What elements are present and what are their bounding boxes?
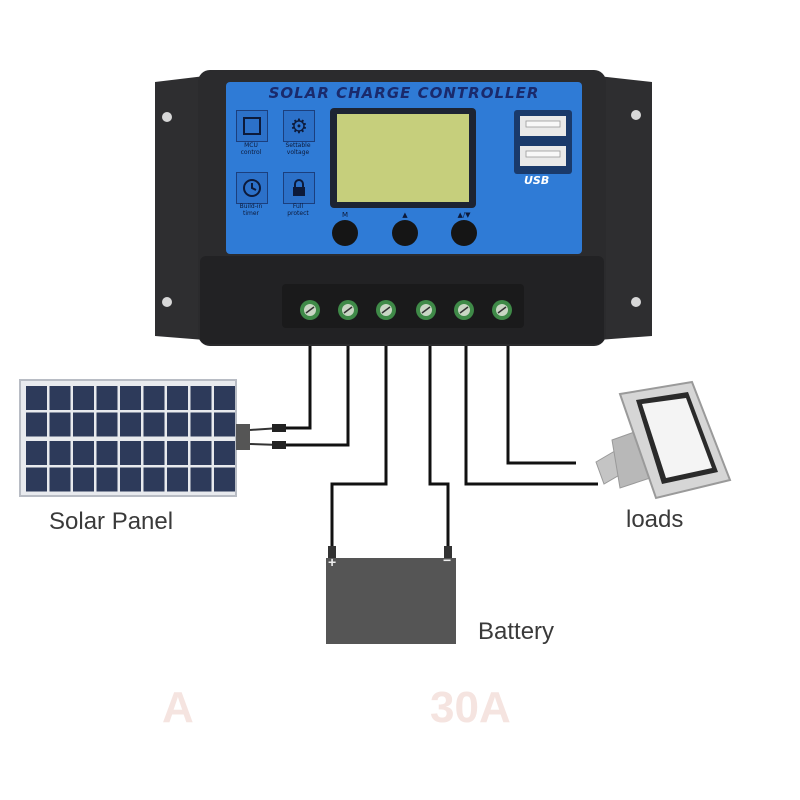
terminal-screws xyxy=(300,300,512,320)
usb-port-tongue xyxy=(525,120,561,128)
solar-cell xyxy=(167,412,188,437)
mount-hole xyxy=(162,112,172,122)
solar-cell xyxy=(26,386,47,410)
terminal-screw xyxy=(416,300,436,320)
lcd-screen xyxy=(337,114,469,202)
solar-cells xyxy=(26,386,235,492)
button-label: ▲/▼ xyxy=(457,211,471,219)
solar-cell xyxy=(190,412,212,437)
solar-cell xyxy=(120,386,141,410)
solar-cell xyxy=(96,441,118,465)
charge-controller xyxy=(155,70,652,346)
right-mounting-flange xyxy=(598,76,652,340)
terminal-screw xyxy=(376,300,396,320)
lamp-lens xyxy=(642,398,712,478)
solar-cell xyxy=(190,441,212,465)
solar-wire-positive xyxy=(280,346,312,430)
mount-hole xyxy=(631,110,641,120)
solar-cell xyxy=(26,467,47,492)
mc4-connector xyxy=(272,424,286,432)
solar-cell xyxy=(167,441,188,465)
solar-cell xyxy=(73,441,94,465)
solar-panel xyxy=(19,379,286,497)
gear-icon: ⚙ xyxy=(283,110,315,142)
usb-port-tongue xyxy=(525,150,561,158)
watermark-text: A xyxy=(162,683,194,732)
battery-wire-positive xyxy=(330,346,388,548)
solar-cell xyxy=(49,386,71,410)
lock-icon xyxy=(283,172,315,204)
solar-cell xyxy=(96,412,118,437)
solar-cell xyxy=(214,467,235,492)
terminal-screw xyxy=(454,300,474,320)
mcu-chip-icon xyxy=(236,110,268,142)
load-wire-2 xyxy=(506,346,576,465)
solar-cell xyxy=(120,412,141,437)
clock-icon xyxy=(236,172,268,204)
feature-caption: Full protect xyxy=(287,203,309,217)
battery-body xyxy=(326,558,456,644)
solar-cell xyxy=(120,467,141,492)
feature-caption: MCU control xyxy=(240,142,262,156)
battery-plus-sign: + xyxy=(328,554,337,570)
solar-cell xyxy=(26,412,47,437)
feature-caption: Settable voltage xyxy=(285,142,311,156)
solar-cell xyxy=(214,386,235,410)
battery-terminal-positive xyxy=(328,546,336,560)
battery-terminal-negative xyxy=(444,546,452,560)
battery-wire-negative xyxy=(428,346,450,548)
solar-cell xyxy=(143,386,165,410)
solar-cell xyxy=(214,412,235,437)
solar-cell xyxy=(190,386,212,410)
solar-cell xyxy=(143,441,165,465)
load-wire-1 xyxy=(464,346,598,486)
loads-label: loads xyxy=(626,506,684,533)
button-label: ▲ xyxy=(402,211,408,219)
solar-wire-negative xyxy=(280,346,350,447)
menu-button[interactable] xyxy=(332,220,358,246)
terminal-screw xyxy=(492,300,512,320)
battery-label: Battery xyxy=(478,618,555,645)
solar-cell xyxy=(73,467,94,492)
solar-cell xyxy=(167,386,188,410)
terminal-screw xyxy=(300,300,320,320)
mount-hole xyxy=(631,297,641,307)
solar-cell xyxy=(49,441,71,465)
solar-panel-label: Solar Panel xyxy=(49,508,174,535)
mount-hole xyxy=(162,297,172,307)
flood-lamp xyxy=(595,380,732,500)
mc4-connector xyxy=(272,441,286,449)
solar-cell xyxy=(190,467,212,492)
solar-cell xyxy=(96,386,118,410)
solar-cell xyxy=(143,467,165,492)
junction-box xyxy=(236,424,250,450)
battery xyxy=(326,546,456,644)
solar-cell xyxy=(96,467,118,492)
up-down-button[interactable] xyxy=(451,220,477,246)
solar-cell xyxy=(26,441,47,465)
solar-cell xyxy=(73,386,94,410)
solar-cell xyxy=(73,412,94,437)
solar-cell xyxy=(143,412,165,437)
solar-cell xyxy=(214,441,235,465)
solar-cell xyxy=(49,412,71,437)
left-mounting-flange xyxy=(155,76,205,340)
button-label: M xyxy=(341,211,349,219)
up-button[interactable] xyxy=(392,220,418,246)
feature-caption: Build-in timer xyxy=(239,203,263,217)
battery-minus-sign: − xyxy=(443,552,452,568)
controller-title: SOLAR CHARGE CONTROLLER xyxy=(268,84,540,102)
solar-cell xyxy=(49,467,71,492)
watermark-text: 30A xyxy=(430,683,511,732)
terminal-screw xyxy=(338,300,358,320)
usb-label: USB xyxy=(524,174,550,187)
solar-cell xyxy=(167,467,188,492)
wires xyxy=(280,346,598,548)
solar-cell xyxy=(120,441,141,465)
